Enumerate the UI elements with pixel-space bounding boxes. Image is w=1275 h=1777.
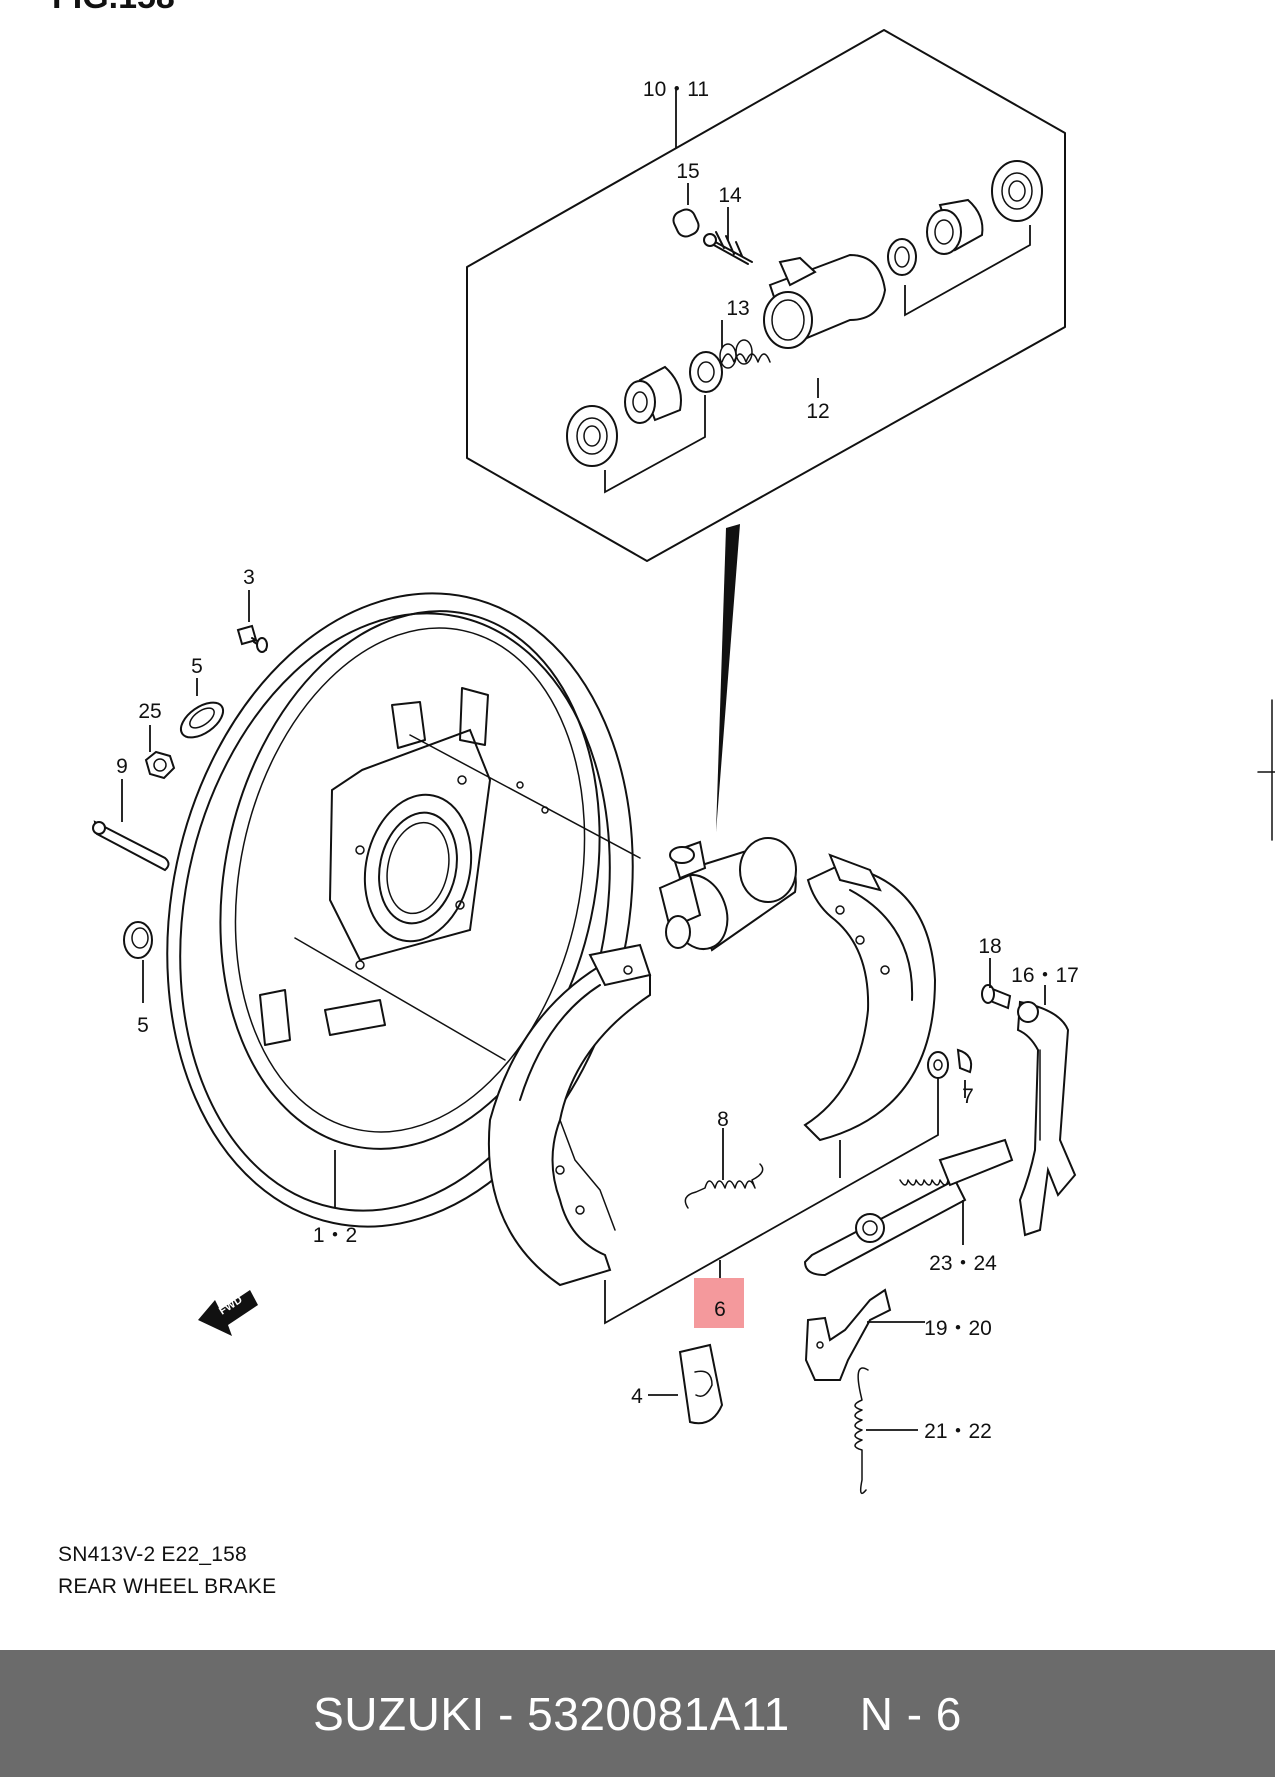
bleeder-screw-part: [703, 231, 753, 265]
callout-18: 18: [978, 935, 1001, 958]
adjuster-spring-part: [854, 1367, 869, 1495]
hub-nut-part: [144, 750, 176, 780]
crop-mark-right: [1257, 699, 1275, 841]
plug-lower-part: [123, 921, 153, 959]
shoe-bracket: [604, 1075, 939, 1325]
parts-diagram: FIG.158: [52, 0, 1275, 1495]
fwd-arrow-icon: FWD: [198, 1290, 258, 1336]
callout-23-24: 23・24: [929, 1252, 997, 1275]
callout-8: 8: [717, 1108, 729, 1131]
brake-shoe-right-part: [803, 853, 937, 1142]
right-piston-cup-boot: [887, 160, 1043, 276]
cylinder-body-part: [763, 253, 887, 349]
callout-7: 7: [962, 1085, 974, 1108]
callout-9: 9: [116, 755, 128, 778]
figure-title-fragment: FIG.158: [52, 0, 175, 16]
footer-brand-part: SUZUKI - 5320081A11: [313, 1687, 790, 1740]
plug-upper-part: [179, 701, 225, 739]
callout-19-20: 19・20: [924, 1317, 992, 1340]
part-footer-bar: SUZUKI - 5320081A11 N - 6: [0, 1650, 1275, 1777]
left-piston-cup-boot: [566, 351, 723, 467]
callout-10-11: 10・11: [643, 78, 709, 101]
callout-14: 14: [718, 184, 742, 207]
callout-25: 25: [138, 700, 161, 723]
callout-1-2: 1・2: [313, 1224, 357, 1247]
adjuster-lever-part: [804, 1288, 892, 1381]
callout-5-lower: 5: [137, 1014, 149, 1037]
wheel-cylinder-assembled: [658, 837, 797, 952]
backing-plate-part: [259, 687, 549, 1046]
pin-part: [981, 984, 1012, 1010]
brake-shoe-left-part: [487, 943, 652, 1287]
parking-lever-part: [1016, 1000, 1077, 1237]
bleeder-cap-part: [672, 208, 700, 238]
exploded-view-box: [466, 29, 1066, 562]
footer-quantity: N - 6: [859, 1687, 962, 1740]
callout-5-upper: 5: [191, 655, 203, 678]
highlight-box-6: [694, 1278, 744, 1328]
spring-part: [719, 339, 771, 369]
figure-code: SN413V-2 E22_158: [58, 1543, 247, 1566]
callout-6: 6: [714, 1298, 726, 1321]
split-pin-part: [92, 820, 170, 872]
callout-16-17: 16・17: [1011, 964, 1079, 987]
wheel-cylinder-exploded-group: [466, 29, 1066, 562]
figure-name: REAR WHEEL BRAKE: [58, 1575, 277, 1598]
adjuster-part: [803, 1138, 1014, 1277]
shoe-hold-clip-part: [678, 1343, 724, 1425]
washer-clip-part: [927, 1048, 973, 1079]
callout-15: 15: [676, 160, 699, 183]
callout-21-22: 21・22: [924, 1420, 992, 1443]
callout-3: 3: [243, 566, 255, 589]
pointer-line-lower: [294, 937, 506, 1061]
callout-4: 4: [631, 1385, 643, 1408]
return-spring-part: [684, 1163, 764, 1209]
pointer-line-upper: [409, 734, 641, 859]
callout-13: 13: [726, 297, 749, 320]
assembly-pointer: [716, 524, 740, 832]
bolt-part: [236, 624, 268, 653]
callout-12: 12: [806, 400, 829, 423]
